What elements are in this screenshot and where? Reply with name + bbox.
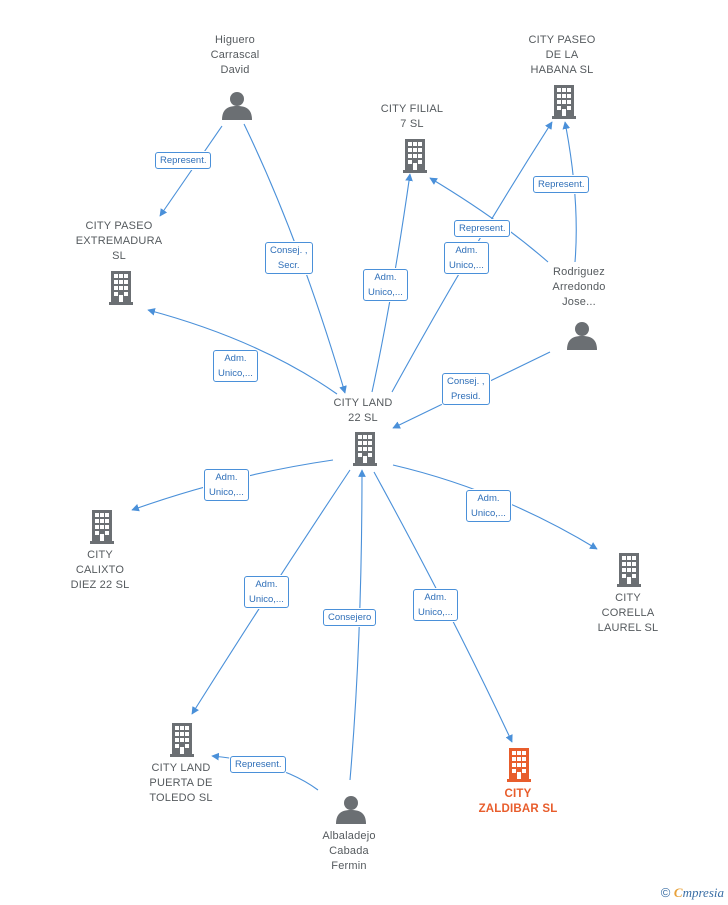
node-city-paseo-habana[interactable]: CITY PASEO DE LA HABANA SL (528, 34, 596, 76)
node-city-filial-7[interactable]: CITY FILIAL 7 SL (380, 103, 444, 130)
building-icon (168, 723, 196, 757)
node-higuero-carrascal-david[interactable]: Higuero Carrascal David (210, 34, 260, 76)
edge-label-consejero: Consejero (323, 609, 377, 626)
building-icon (615, 553, 643, 587)
edge-label-consej-secr: Consej. , Secr. (265, 242, 313, 274)
edge-label-represent: Represent. (454, 220, 511, 237)
node-city-land-puerta-toledo[interactable]: CITY LAND PUERTA DE TOLEDO SL (149, 762, 213, 804)
building-icon (550, 85, 578, 119)
building-icon (401, 139, 429, 173)
edge-albaladejo-city-land (349, 469, 366, 781)
edge-label-adm-unico: Adm. Unico,... (444, 242, 489, 274)
edge-label-represent: Represent. (155, 152, 212, 169)
building-icon (505, 748, 533, 782)
building-icon (88, 510, 116, 544)
node-city-corella-laurel[interactable]: CITY CORELLA LAUREL SL (597, 592, 659, 634)
node-city-zaldibar[interactable]: CITY ZALDIBAR SL (478, 788, 558, 815)
person-icon (336, 794, 366, 824)
edge-label-represent: Represent. (230, 756, 287, 773)
node-city-paseo-extremadura[interactable]: CITY PASEO EXTREMADURA SL (75, 220, 163, 262)
copyright-icon: © (660, 885, 671, 900)
person-icon (222, 90, 252, 120)
edge-city-land-paseo-extremadura (147, 308, 338, 395)
edge-label-adm-unico: Adm. Unico,... (413, 589, 458, 621)
edge-higuero-paseo-extremadura (159, 125, 223, 217)
edge-label-adm-unico: Adm. Unico,... (213, 350, 258, 382)
node-albaladejo-cabada-fermin[interactable]: Albaladejo Cabada Fermin (322, 830, 376, 872)
edge-label-consej-presid: Consej. , Presid. (442, 373, 490, 405)
edge-label-adm-unico: Adm. Unico,... (204, 469, 249, 501)
edge-label-represent: Represent. (533, 176, 590, 193)
edge-label-adm-unico: Adm. Unico,... (466, 490, 511, 522)
edge-rodriguez-paseo-habana (562, 121, 577, 263)
node-city-land-22[interactable]: CITY LAND 22 SL (333, 397, 393, 424)
node-rodriguez-arredondo-jose[interactable]: Rodriguez Arredondo Jose... (552, 266, 606, 308)
building-icon (107, 271, 135, 305)
person-icon (567, 320, 597, 350)
node-city-calixto-diez-22[interactable]: CITY CALIXTO DIEZ 22 SL (70, 549, 130, 591)
building-icon (351, 432, 379, 466)
empresia-logo[interactable]: Cmpresia (673, 885, 724, 900)
edge-label-adm-unico: Adm. Unico,... (244, 576, 289, 608)
copyright-notice: © Cmpresia (661, 885, 724, 901)
edge-label-adm-unico: Adm. Unico,... (363, 269, 408, 301)
